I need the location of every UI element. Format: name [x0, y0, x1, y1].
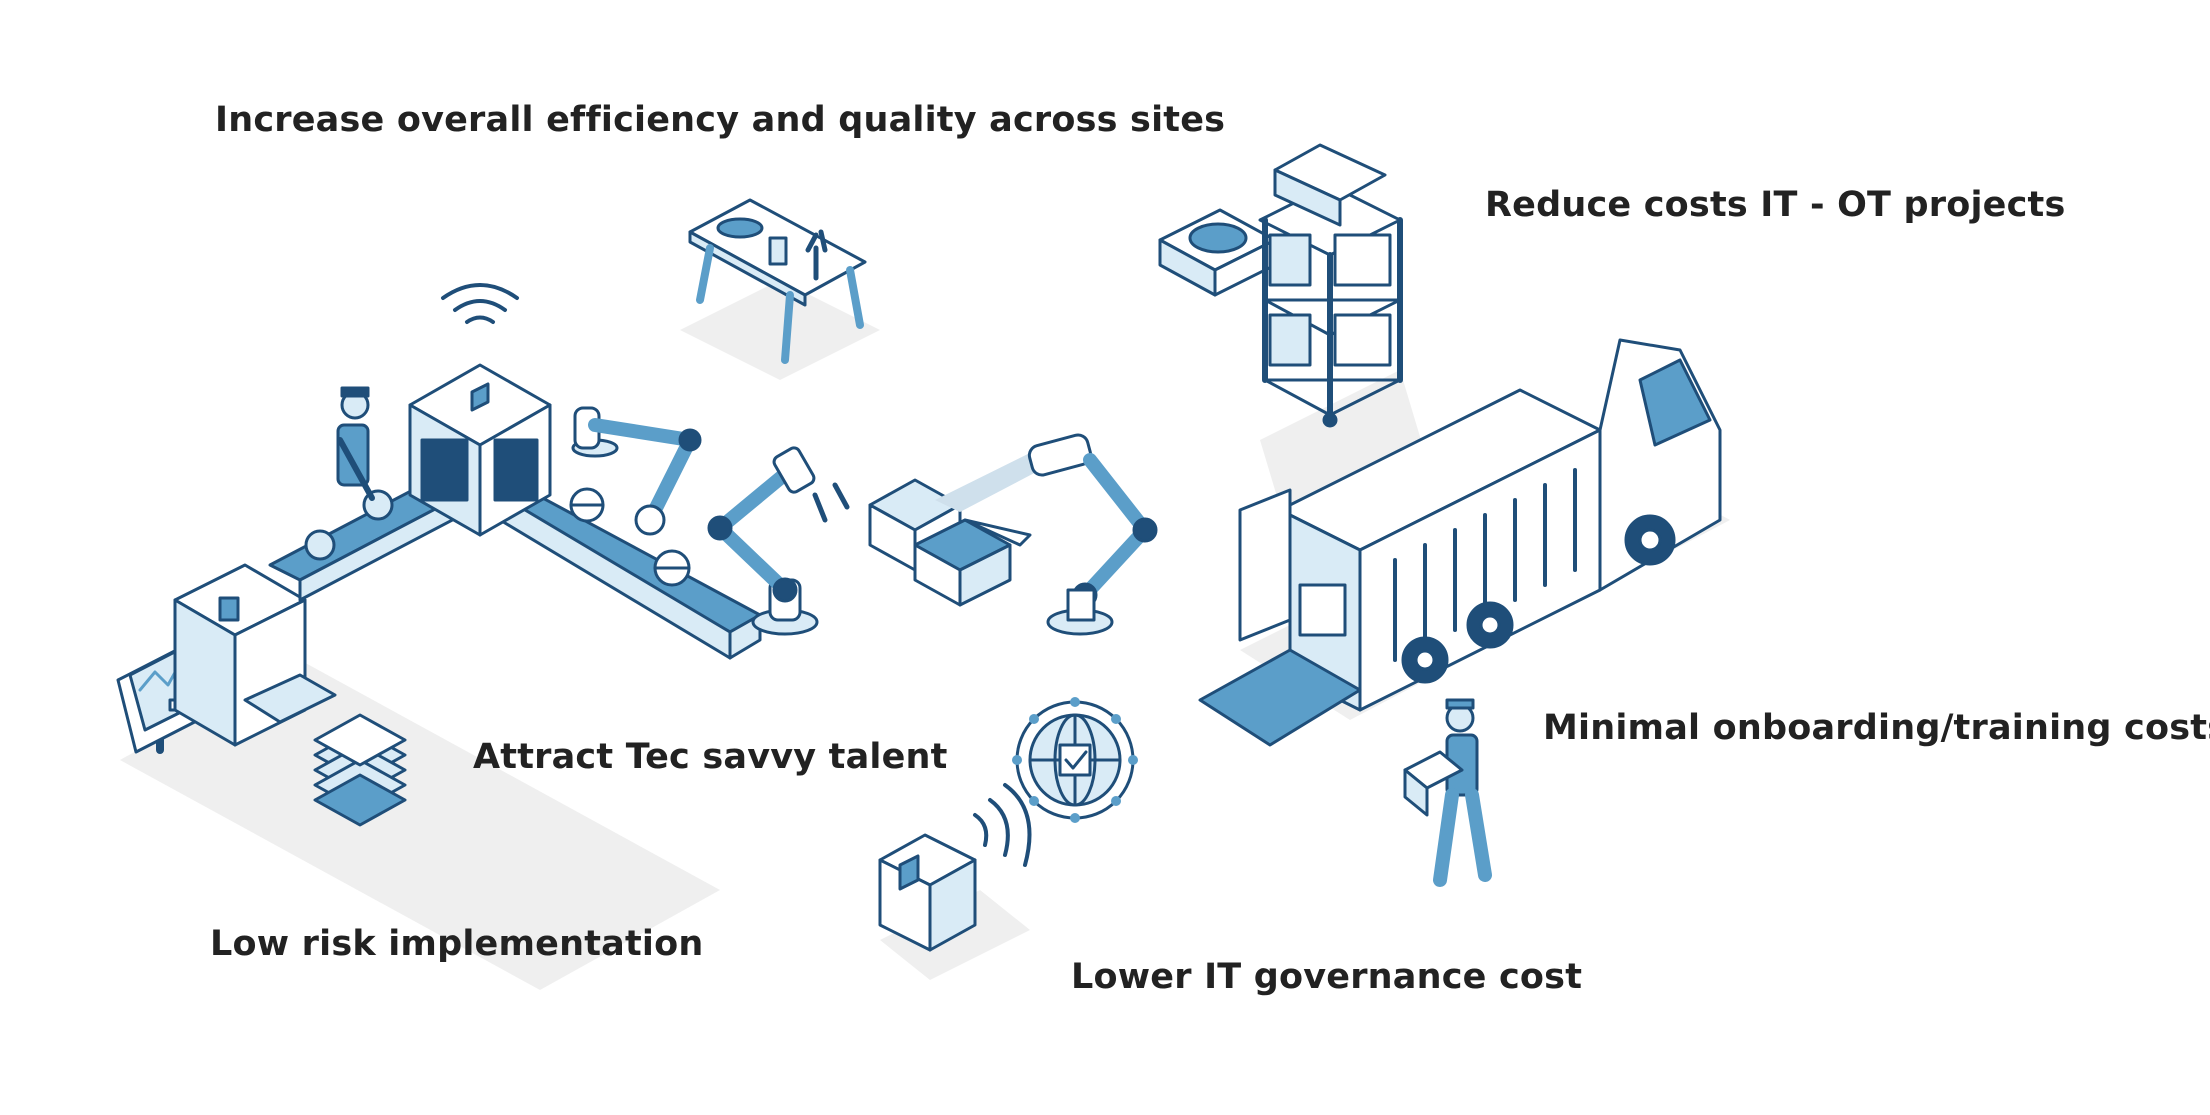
- robot-arm-icon: [571, 406, 702, 536]
- worker-icon: [336, 386, 375, 501]
- benefit-label-costs: Reduce costs IT - OT projects: [1485, 185, 2066, 225]
- conveyor-belt-icon: [268, 363, 762, 660]
- benefit-label-talent: Attract Tec savvy talent: [473, 737, 948, 777]
- machine-box-icon: [173, 563, 337, 747]
- benefit-label-efficiency: Increase overall efficiency and quality …: [215, 100, 1226, 140]
- shelf-icon: [1258, 143, 1403, 428]
- benefit-label-risk: Low risk implementation: [210, 924, 704, 964]
- wifi-icon: [441, 283, 519, 324]
- inspection-camera-icon: [935, 433, 1158, 636]
- paper-stack-icon: [313, 713, 407, 827]
- scale-icon: [1158, 208, 1277, 297]
- benefit-label-onboarding: Minimal onboarding/training costs: [1543, 708, 2210, 748]
- globe-check-icon: [1012, 697, 1138, 823]
- workbench-icon: [688, 198, 867, 364]
- truck-icon: [1198, 338, 1722, 747]
- open-box-icon: [868, 478, 1032, 607]
- robot-arm-gripper-icon: [707, 446, 850, 636]
- delivery-worker-icon: [1403, 698, 1492, 887]
- package-icon: [878, 783, 1032, 952]
- benefit-label-governance: Lower IT governance cost: [1071, 957, 1583, 997]
